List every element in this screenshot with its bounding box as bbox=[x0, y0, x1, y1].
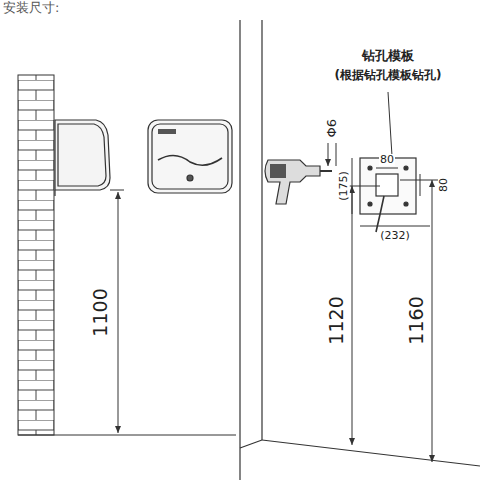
dimension-line bbox=[432, 180, 433, 462]
label-text: (根据钻孔模板钻孔) bbox=[334, 69, 443, 82]
floor-line bbox=[18, 435, 236, 436]
drill-template bbox=[360, 158, 416, 232]
dimension-value: 1160 bbox=[406, 295, 427, 345]
label-text: 钻孔模板 bbox=[361, 49, 415, 63]
dimension-value: 1120 bbox=[326, 295, 347, 345]
label-text: (232) bbox=[379, 230, 411, 242]
dimension-value: 80 bbox=[438, 177, 450, 193]
leader-lines bbox=[328, 92, 430, 226]
room-corner bbox=[240, 20, 480, 480]
page-title: 安装尺寸: bbox=[2, 1, 60, 15]
dimension-value: (175) bbox=[338, 170, 350, 202]
label-text: 80 bbox=[379, 154, 395, 166]
dryer-side-view bbox=[55, 120, 110, 196]
dimension-value: Φ6 bbox=[325, 118, 339, 139]
brick-wall bbox=[18, 75, 54, 435]
dimension-line bbox=[352, 186, 353, 445]
dimension-value: 1100 bbox=[90, 287, 111, 337]
dimension-line bbox=[118, 192, 119, 433]
electric-drill bbox=[265, 160, 332, 204]
dryer-front-view bbox=[148, 120, 232, 193]
